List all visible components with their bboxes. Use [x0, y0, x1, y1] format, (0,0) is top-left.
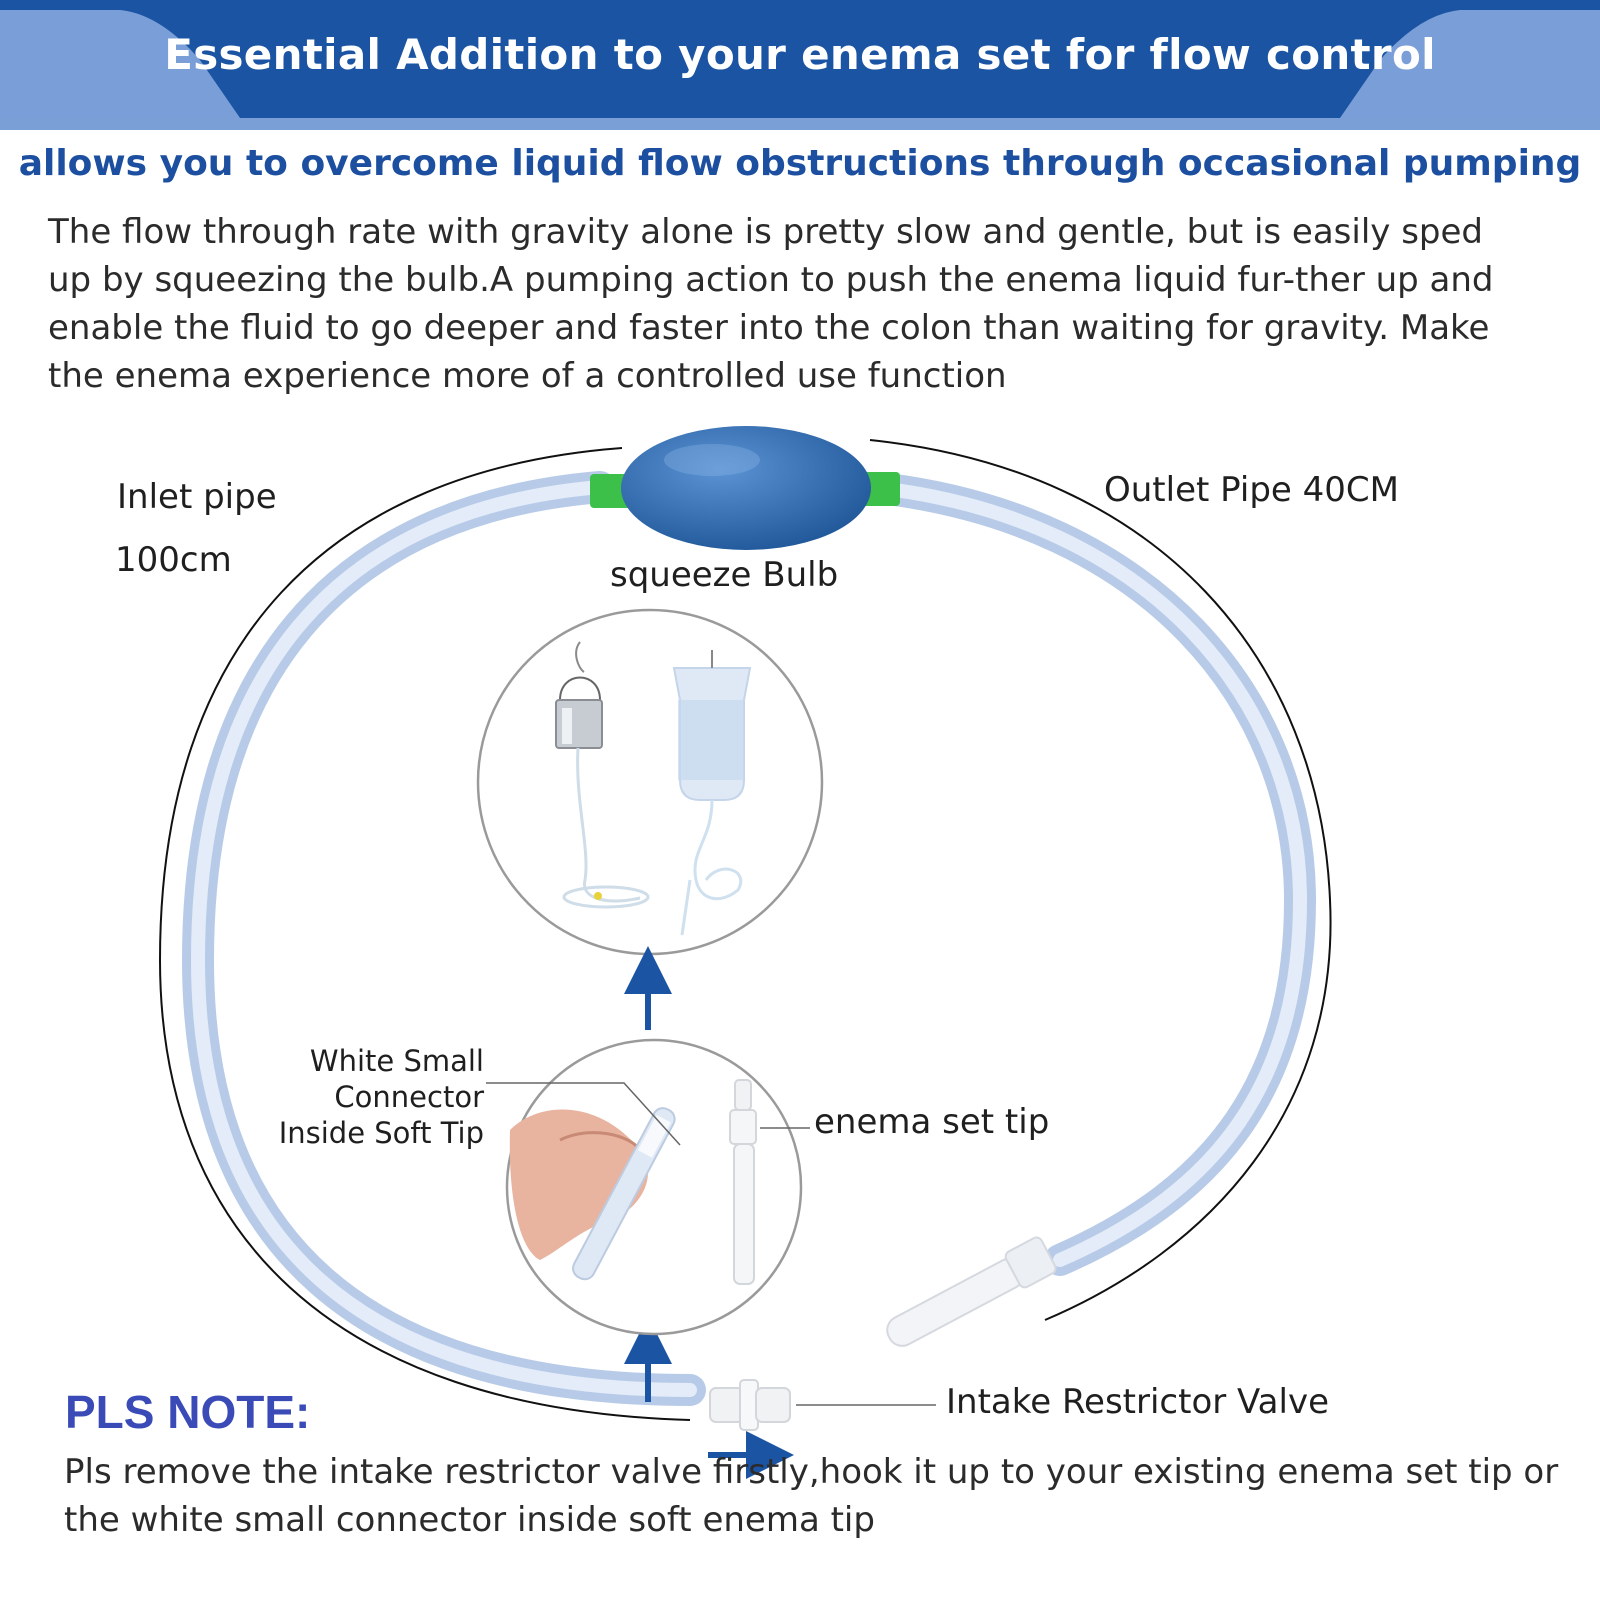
enema-set-tip-illustration: [729, 1079, 757, 1285]
intake-restrictor-valve: [709, 1379, 791, 1431]
note-title: PLS NOTE:: [65, 1386, 311, 1438]
squeeze-bulb-label: squeeze Bulb: [610, 555, 839, 595]
enema-set-tip-label: enema set tip: [814, 1102, 1050, 1142]
connector-callout-line: [486, 1082, 681, 1146]
inlet-pipe-length-label: 100cm: [115, 540, 232, 580]
white-connector-label: White Small Connector Inside Soft Tip: [250, 1043, 484, 1151]
white-connector-label-line3: Inside Soft Tip: [278, 1116, 484, 1150]
inlet-pipe-label: Inlet pipe: [117, 477, 277, 517]
header-banner: Essential Addition to your enema set for…: [0, 0, 1600, 130]
outlet-tip: [886, 1236, 1057, 1347]
subtitle: allows you to overcome liquid flow obstr…: [18, 143, 1582, 184]
description-text: The flow through rate with gravity alone…: [48, 212, 1494, 396]
white-connector-label-line2: Connector: [334, 1080, 484, 1114]
outlet-pipe-label: Outlet Pipe 40CM: [1104, 470, 1399, 510]
banner-background: [0, 0, 1600, 130]
intake-restrictor-valve-label: Intake Restrictor Valve: [946, 1382, 1329, 1422]
enema-bags-inset: [476, 608, 824, 956]
bag-illustration: [672, 650, 752, 936]
banner-title: Essential Addition to your enema set for…: [164, 30, 1436, 79]
note-text: Pls remove the intake restrictor valve f…: [64, 1452, 1559, 1540]
inlet-guide-line: [158, 447, 691, 1421]
squeeze-bulb: [621, 426, 871, 550]
outlet-guide-line: [869, 439, 1332, 1321]
white-connector-label-line1: White Small: [309, 1044, 484, 1078]
bucket-illustration: [555, 641, 650, 909]
outlet-tube: [864, 472, 1317, 1276]
